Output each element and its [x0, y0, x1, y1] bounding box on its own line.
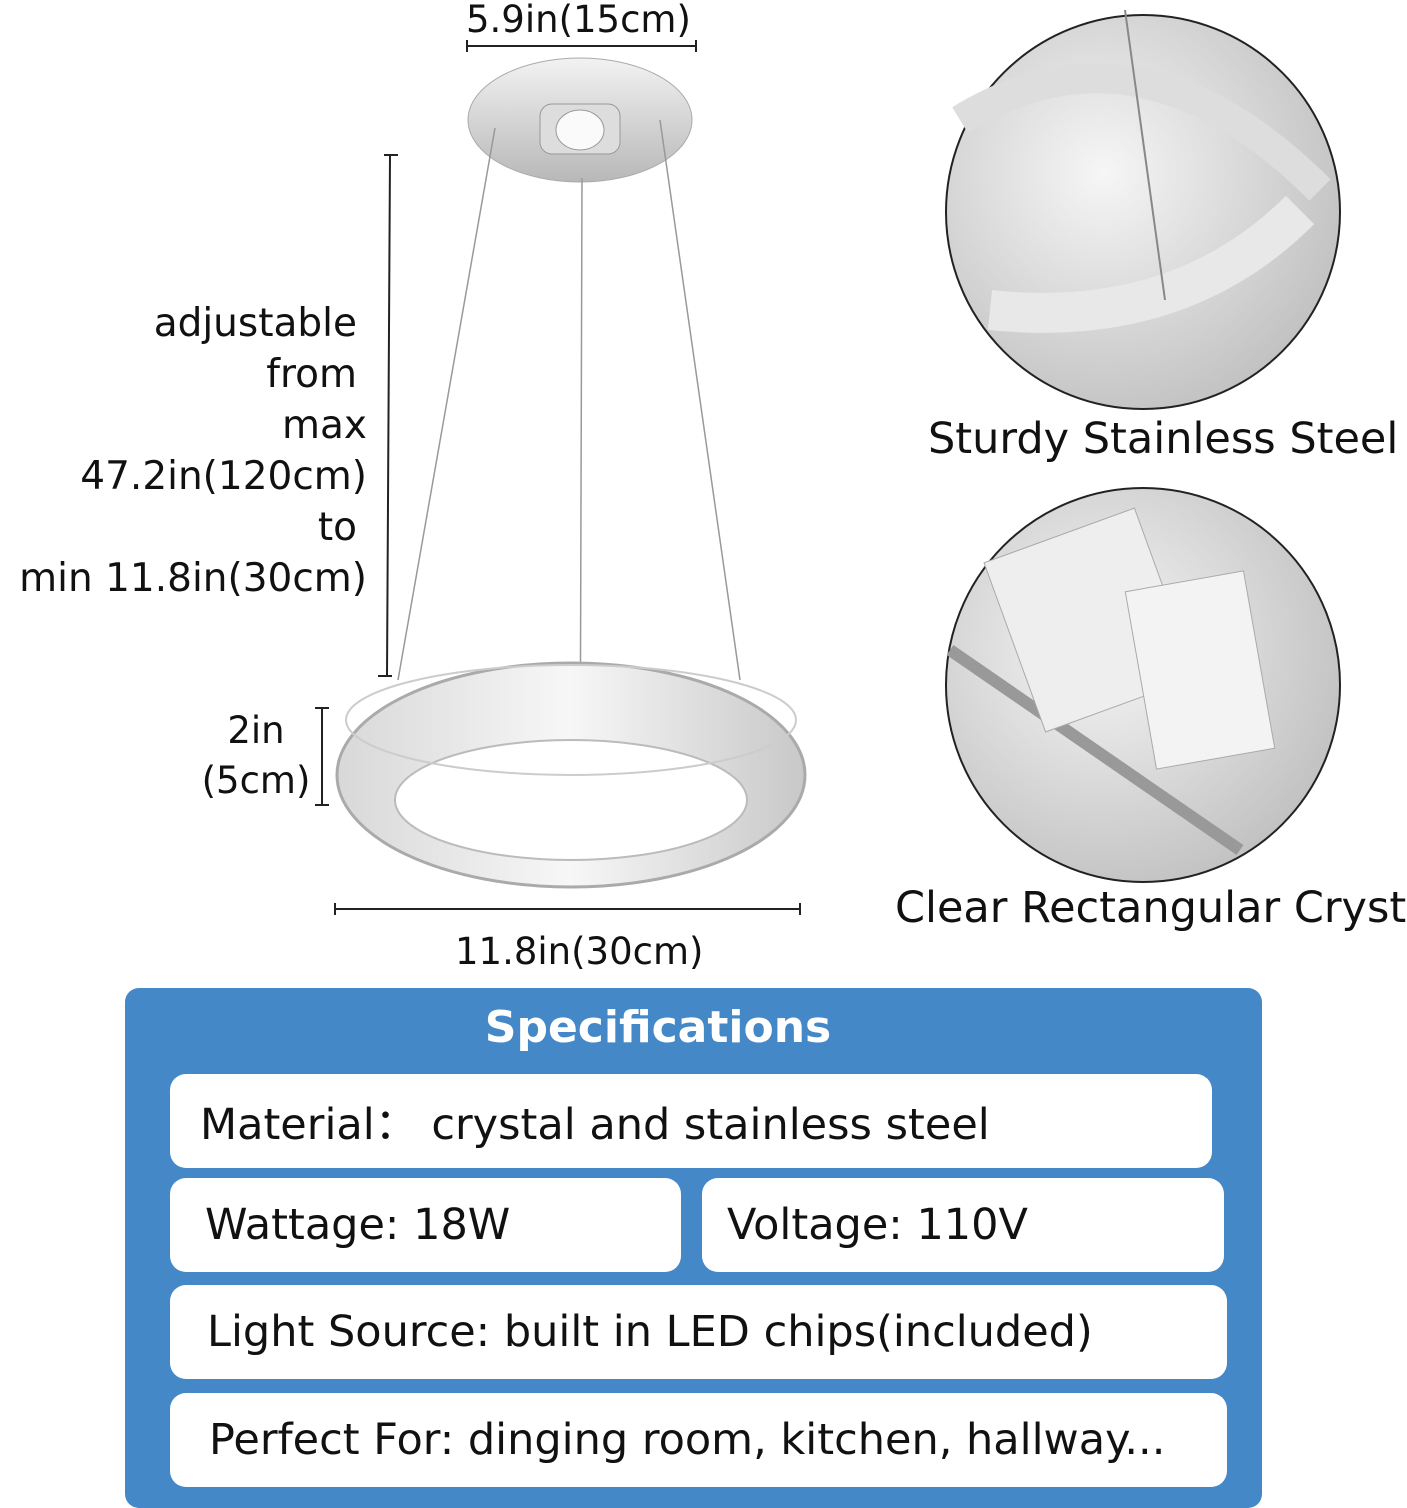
- specifications-panel: Specifications Material： crystal and sta…: [125, 988, 1262, 1508]
- ceiling-canopy: [467, 57, 693, 183]
- stainless-steel-caption: Sturdy Stainless Steel: [928, 414, 1399, 464]
- spec-row-wattage: Wattage: 18W: [170, 1178, 681, 1272]
- top-width-label: 5.9in(15cm): [466, 0, 691, 41]
- adj-line: from: [266, 352, 357, 397]
- height-adjustable-label: adjustable from max 47.2in(120cm) to min…: [0, 298, 367, 604]
- specifications-title: Specifications: [484, 1002, 832, 1053]
- adj-line: max 47.2in(120cm): [80, 403, 367, 499]
- spec-row-perfect-for: Perfect For: dinging room, kitchen, hall…: [170, 1393, 1227, 1487]
- detail-images: [945, 10, 1341, 883]
- diameter-dimension-line: [334, 903, 801, 915]
- spec-row-light-source: Light Source: built in LED chips(include…: [170, 1285, 1227, 1379]
- thickness-label: 2in (5cm): [200, 706, 312, 806]
- thickness-cm: (5cm): [201, 759, 311, 802]
- crystal-ring: [335, 661, 807, 889]
- chandelier-illustration: [315, 40, 807, 915]
- height-dimension-line: [378, 154, 398, 677]
- thickness-dimension-line: [315, 707, 329, 806]
- crystal-caption: Clear Rectangular Crystal: [895, 883, 1407, 933]
- spec-row-voltage: Voltage: 110V: [702, 1178, 1224, 1272]
- diameter-label: 11.8in(30cm): [455, 930, 704, 973]
- spec-row-material: Material： crystal and stainless steel: [170, 1074, 1212, 1168]
- crystal-detail-image: [945, 487, 1341, 883]
- adj-line: to: [317, 505, 357, 550]
- adj-line: adjustable: [153, 301, 357, 346]
- adj-line: min 11.8in(30cm): [19, 556, 367, 601]
- stainless-steel-detail-image: [945, 10, 1341, 410]
- top-width-dimension-line: [466, 40, 697, 52]
- thickness-in: 2in: [227, 709, 285, 752]
